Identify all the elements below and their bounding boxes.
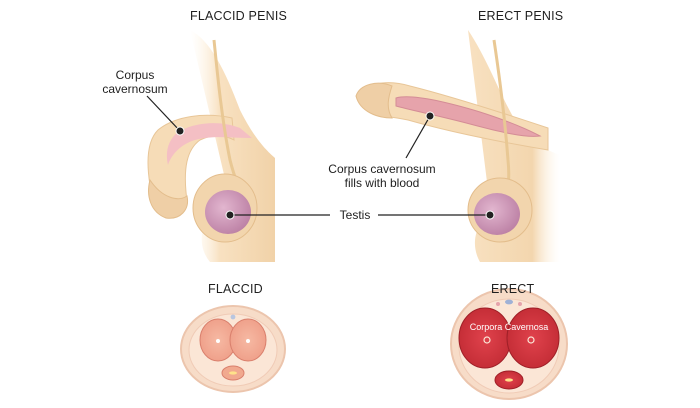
flaccid-corpus-cavernosum xyxy=(166,123,252,165)
flaccid-xs-artery-left xyxy=(216,339,220,343)
title-flaccid: FLACCID xyxy=(208,282,263,296)
dot-testis-left xyxy=(225,210,235,220)
label-fills-line1: Corpus cavernosum xyxy=(328,162,436,176)
label-corpus-cavernosum-line1: Corpus xyxy=(115,68,155,82)
title-erect-penis: ERECT PENIS xyxy=(478,9,564,23)
title-erect: ERECT xyxy=(491,282,535,296)
erect-xs-dorsal-vein xyxy=(505,299,513,305)
erect-glans xyxy=(355,82,393,119)
title-flaccid-penis: FLACCID PENIS xyxy=(190,9,288,23)
label-corpora-cavernosa: Corpora Cavernosa xyxy=(470,322,549,332)
erect-xs-dorsal-artery-left xyxy=(496,302,500,306)
flaccid-glans xyxy=(148,178,189,219)
flaccid-body-illustration xyxy=(147,30,275,262)
leader-corpus-cavernosum xyxy=(146,95,181,132)
dot-fills-blood xyxy=(425,111,435,121)
erect-testis xyxy=(474,193,520,235)
label-corpus-cavernosum: Corpus cavernosum xyxy=(100,68,170,96)
dot-corpus-cavernosum xyxy=(175,126,185,136)
erect-xs-artery-left xyxy=(483,336,491,344)
erect-xs-artery-right xyxy=(527,336,535,344)
erect-cross-section: Corpora Cavernosa xyxy=(450,288,568,400)
flaccid-xs-urethra xyxy=(229,371,237,375)
flaccid-xs-dorsal-vessel xyxy=(230,314,236,320)
erect-xs-urethra xyxy=(505,378,513,382)
dot-testis-right xyxy=(485,210,495,220)
leader-fills-blood xyxy=(405,115,431,159)
erect-xs-dorsal-artery-right xyxy=(518,302,522,306)
label-fills-with-blood: Corpus cavernosum fills with blood xyxy=(322,162,442,190)
label-corpus-cavernosum-line2: cavernosum xyxy=(102,82,168,96)
leader-dots xyxy=(175,111,495,220)
leader-lines xyxy=(146,95,490,216)
label-testis: Testis xyxy=(339,208,371,222)
flaccid-xs-artery-right xyxy=(246,339,250,343)
label-fills-line2: fills with blood xyxy=(344,176,420,190)
erect-body-illustration xyxy=(355,30,560,262)
flaccid-cross-section xyxy=(180,305,286,393)
